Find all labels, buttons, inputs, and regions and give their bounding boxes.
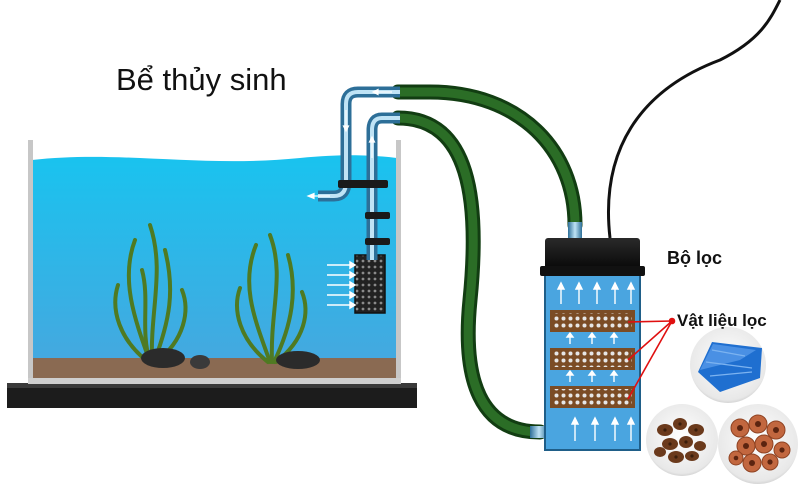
stones: [141, 348, 320, 369]
ceramic-ring-media-bowl: [718, 404, 798, 484]
pipe-clips: [338, 180, 390, 245]
tank-stand: [7, 386, 417, 408]
intake-strainer: [354, 254, 386, 314]
media-pointers: [627, 317, 676, 400]
lava-rock-media-bowl: [646, 404, 718, 476]
filter-inlet-nozzle: [530, 426, 548, 438]
power-cord: [607, 0, 782, 239]
inflow-arrows: [327, 260, 357, 310]
canister-filter: [540, 238, 645, 451]
filter-lid: [545, 238, 640, 272]
tank-label: Bể thủy sinh: [116, 62, 287, 97]
filter-media-label: Vật liệu lọc: [677, 311, 767, 330]
filter-label: Bộ lọc: [667, 248, 723, 268]
filter-media-trays: [550, 310, 635, 408]
sponge-media-bowl: [690, 327, 766, 403]
pipe-flow-arrows: [306, 88, 392, 200]
outflow-hose: [390, 84, 583, 233]
